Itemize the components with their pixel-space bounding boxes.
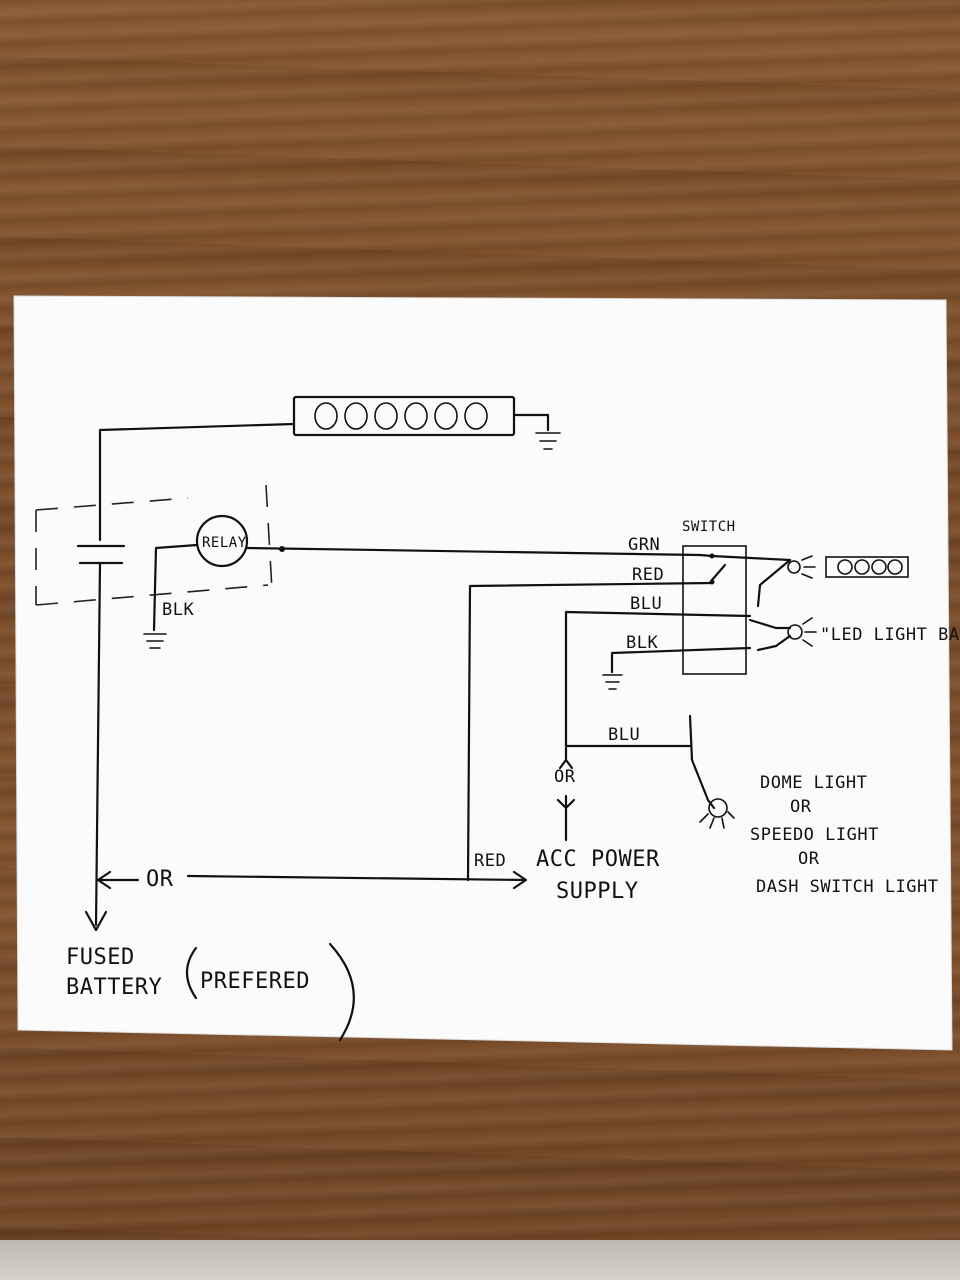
ground-symbol-switch <box>602 674 623 690</box>
wire-blk-switch <box>610 646 752 674</box>
wire-or-bottom-right <box>186 870 528 890</box>
red-top-label: RED <box>632 565 664 585</box>
wire-red <box>466 581 714 882</box>
wire-blu-top <box>564 610 752 748</box>
prefered-label: PREFERED <box>200 969 310 994</box>
or-vertical-arrow <box>556 746 576 842</box>
switch-box <box>682 545 747 675</box>
wire-grn <box>245 546 702 557</box>
relay-label: RELAY <box>202 535 247 551</box>
or-vertical-label: OR <box>554 767 576 787</box>
switch-indicator-bulb <box>756 555 816 608</box>
prefered-close-paren <box>328 942 355 1042</box>
relay-coil <box>195 514 249 568</box>
battery-label: BATTERY <box>66 975 162 1000</box>
switch-label: SWITCH <box>682 519 736 535</box>
fused-label: FUSED <box>66 945 135 970</box>
or-1-label: OR <box>790 797 812 817</box>
wire-relay-ground <box>152 543 199 632</box>
blk-switch-label: BLK <box>626 633 658 653</box>
prefered-open-paren <box>185 946 198 1000</box>
floor-background <box>0 1240 960 1280</box>
blu-bottom-label: BLU <box>608 725 640 745</box>
blu-top-label: BLU <box>630 594 662 614</box>
acc-power-label: ACC POWER <box>536 847 660 872</box>
small-light-bar <box>825 556 909 578</box>
blk-relay-label: BLK <box>162 600 194 620</box>
dash-switch-light-label: DASH SWITCH LIGHT <box>756 877 939 897</box>
or-2-label: OR <box>798 849 820 869</box>
dome-light-bulb <box>699 798 735 829</box>
battery-arrow <box>84 910 108 932</box>
wire-lightbar-feed <box>98 422 296 542</box>
relay-dashed-box <box>35 484 273 606</box>
wire-blu-bottom <box>688 714 716 810</box>
ground-symbol-relay <box>143 633 167 649</box>
or-arrow-label: OR <box>146 867 174 892</box>
wire-battery-main <box>94 561 102 927</box>
grn-label: GRN <box>628 535 660 555</box>
dome-light-label: DOME LIGHT <box>760 773 867 793</box>
speedo-light-label: SPEEDO LIGHT <box>750 825 879 845</box>
ground-symbol-lightbar <box>512 413 561 450</box>
wire-or-bottom-left <box>96 870 140 890</box>
led-light-bar-label: "LED LIGHT BAR" <box>820 625 960 645</box>
paper-sheet <box>13 295 953 1051</box>
switch-internals <box>698 553 792 585</box>
supply-label: SUPPLY <box>556 879 638 904</box>
red-bottom-label: RED <box>474 851 506 871</box>
relay-junction-dot <box>279 546 285 552</box>
led-light-bar-lamp <box>748 617 817 652</box>
